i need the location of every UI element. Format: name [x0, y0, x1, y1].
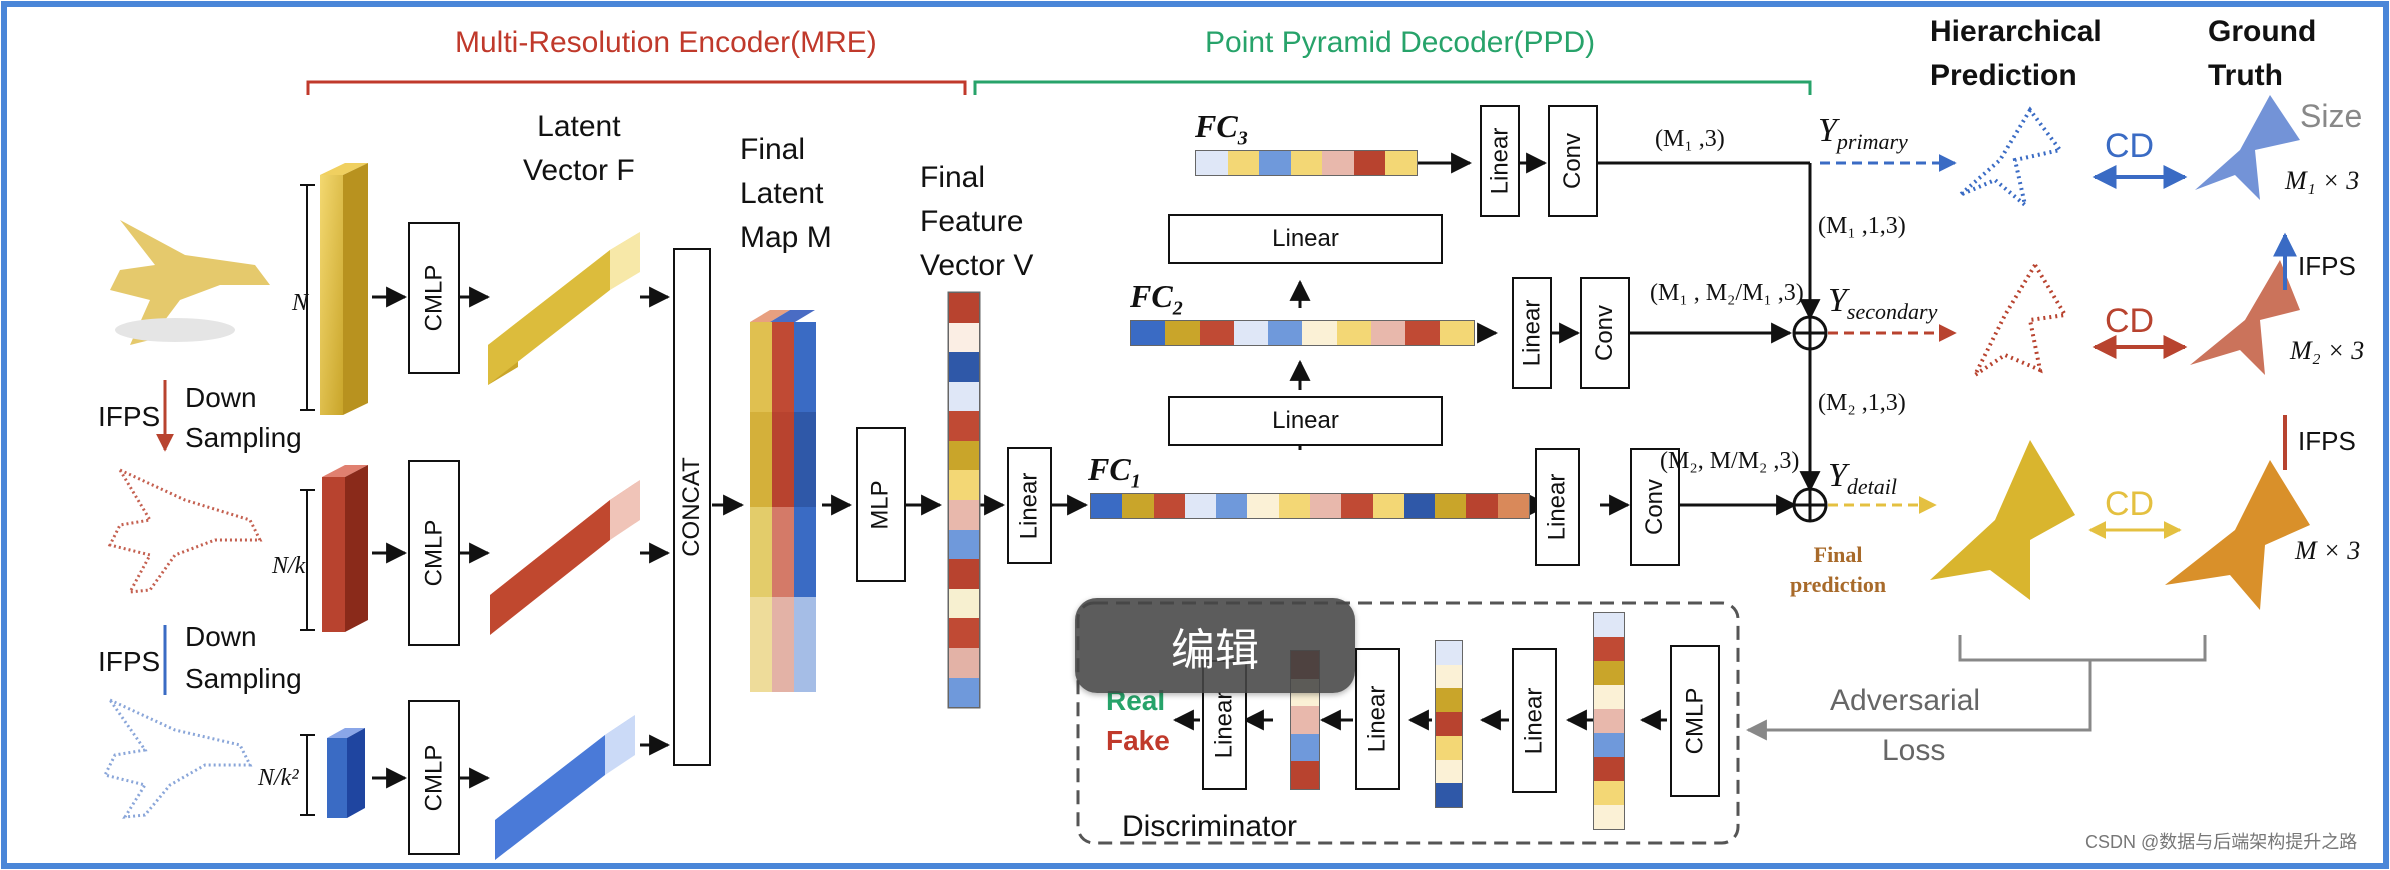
arrows-to-latent: [460, 286, 491, 789]
arrows-to-concat: [640, 286, 671, 756]
sampling-label-2: Sampling: [185, 663, 302, 694]
final-feature-vector-label: Final Feature Vector V: [920, 161, 1034, 282]
concat-box: CONCAT: [673, 248, 711, 766]
edit-button[interactable]: 编辑: [1075, 598, 1355, 693]
gt-cloud-red: [2190, 260, 2300, 375]
input-bar-blue: [327, 728, 365, 818]
adversarial-bracket: [1958, 635, 2207, 662]
cmlp-box-3: CMLP: [408, 700, 460, 855]
ifps-label-1: IFPS: [98, 401, 161, 432]
mx3-label: M × 3: [2295, 536, 2361, 565]
dim-m2-1-3: (M₂ ,1,3): [1818, 390, 1906, 416]
input-bar-red: [322, 465, 368, 632]
edit-button-label: 编辑: [1171, 624, 1259, 676]
ground-truth-label: Ground Truth: [2208, 15, 2317, 92]
ppd-title: Point Pyramid Decoder(PPD): [1205, 26, 1596, 59]
disc-vector-1: [1593, 612, 1625, 830]
fc1-label: FC1: [1088, 451, 1141, 493]
fake-label: Fake: [1106, 725, 1170, 756]
fc1-strip: [1090, 493, 1530, 519]
ifps-right-label-1: IFPS: [2298, 251, 2356, 281]
disc-linear-box-2: Linear: [1355, 648, 1400, 790]
fc3-strip: [1195, 150, 1418, 176]
loss-label: Loss: [1882, 734, 1946, 767]
conv-box-1: Conv: [1630, 448, 1680, 566]
linear-box-fc2-fc3: Linear: [1168, 214, 1443, 264]
m1x3-label: M₁ × 3: [2285, 166, 2360, 195]
gt-cloud-blue: [2195, 95, 2300, 200]
n-label-2: N/k: [272, 553, 306, 579]
ppd-lines: [1289, 152, 1821, 516]
watermark: CSDN @数据与后端架构提升之路: [2085, 832, 2358, 852]
size-label: Size: [2300, 98, 2363, 134]
arrows-to-cmlp: [372, 286, 408, 789]
sum-nodes: [1792, 315, 1828, 523]
fc2-label: FC2: [1130, 278, 1183, 320]
mre-bracket: [306, 80, 967, 95]
dim-m1-3: (M₁ ,3): [1655, 126, 1725, 152]
n-label-3: N/k²: [258, 765, 299, 791]
linear-box-3: Linear: [1480, 105, 1520, 217]
conv-box-3: Conv: [1548, 105, 1598, 217]
final-prediction-label: Final prediction: [1790, 542, 1887, 597]
ifps-right-label-2: IFPS: [2298, 426, 2356, 456]
ifps-label-2: IFPS: [98, 646, 161, 677]
y-detail-label: Ydetail: [1828, 457, 1898, 499]
hierarchical-prediction-label: Hierarchical Prediction: [1930, 15, 2102, 92]
conv-box-2: Conv: [1580, 277, 1630, 389]
y-primary-label: Yprimary: [1818, 112, 1908, 154]
dim-m1-m2m1-3: (M₁ , M₂/M₁ ,3): [1650, 280, 1804, 306]
pred-cloud-red: [1969, 261, 2069, 381]
latent-vector-red: [490, 480, 640, 635]
y-secondary-label: Ysecondary: [1828, 282, 1938, 324]
linear-box-v: Linear: [1007, 447, 1052, 564]
mlp-box: MLP: [856, 427, 906, 582]
linear-box-2: Linear: [1512, 277, 1552, 389]
latent-vector-label: Latent Vector F: [523, 110, 635, 187]
disc-linear-box-1: Linear: [1512, 648, 1557, 793]
cmlp-box-1: CMLP: [408, 222, 460, 374]
down-label-2: Down: [185, 621, 257, 652]
adversarial-label: Adversarial: [1830, 684, 1981, 717]
dim-m1-1-3: (M₁ ,1,3): [1818, 213, 1906, 239]
ppd-bracket: [973, 80, 1812, 95]
m2x3-label: M₂ × 3: [2290, 336, 2365, 365]
disc-cmlp-box: CMLP: [1670, 645, 1720, 797]
adversarial-line: [1745, 660, 2092, 741]
cd-label-2: CD: [2105, 302, 2155, 340]
final-latent-map: [750, 310, 816, 692]
final-latent-map-label: Final Latent Map M: [740, 133, 832, 254]
feature-vector-cells: [948, 292, 980, 708]
point-cloud-red-left: [107, 466, 263, 594]
disc-vector-2: [1435, 640, 1463, 808]
down-label-1: Down: [185, 382, 257, 413]
gt-cloud-gold: [2165, 460, 2310, 610]
pred-cloud-blue: [1958, 106, 2064, 211]
n-label-1: N: [292, 290, 309, 316]
latent-vector-blue: [495, 715, 635, 860]
discriminator-box: [1076, 601, 1740, 845]
cd-label-1: CD: [2105, 127, 2155, 165]
dim-m2-mm2-3: (M₂, M/M₂ ,3): [1660, 448, 1800, 474]
latent-vector-gold: [488, 232, 640, 385]
point-cloud-blue-left: [102, 696, 253, 819]
linear-box-fc1-fc2: Linear: [1168, 396, 1443, 446]
cd-label-3: CD: [2105, 485, 2155, 523]
sampling-label-1: Sampling: [185, 422, 302, 453]
point-cloud-gold-left: [110, 220, 270, 345]
pred-cloud-gold: [1930, 440, 2075, 600]
cmlp-box-2: CMLP: [408, 460, 460, 646]
mre-title: Multi-Resolution Encoder(MRE): [455, 26, 877, 59]
discriminator-title: Discriminator: [1122, 810, 1298, 843]
n-brackets: [300, 184, 315, 816]
input-bar-gold: [320, 163, 368, 415]
fc2-strip: [1130, 320, 1475, 346]
fc3-label: FC3: [1195, 108, 1248, 150]
linear-box-1: Linear: [1535, 448, 1580, 566]
